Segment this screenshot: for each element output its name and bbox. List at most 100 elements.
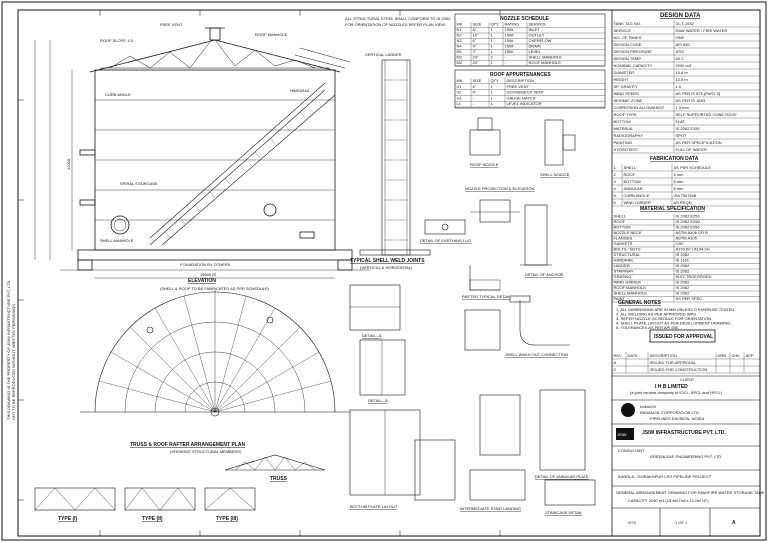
callout-roof-slope: ROOF SLOPE 1:5 (100, 38, 133, 43)
nozzle-cell: 1 (491, 44, 494, 49)
appurtenance-cell: 1 (491, 84, 494, 89)
design-data-cell: SELF SUPPORTED CONE ROOF (676, 112, 738, 117)
nozzle-cell: N2 (457, 33, 463, 38)
design-data-cell: API 650 (676, 42, 691, 47)
fabrication-cell: WIND GIRDER (624, 200, 651, 205)
material-cell: IS 2062 (676, 291, 691, 296)
vertical-ladder-label: VERTICAL LADDER (365, 52, 402, 57)
rafter-label: RAFTER TYPICAL DETAIL (462, 294, 511, 299)
material-cell: STRUCTURAL (614, 252, 642, 257)
general-note: 1. ALL DIMENSIONS ARE IN MM UNLESS OTHER… (616, 307, 735, 312)
revision-cell: DRN (718, 353, 727, 358)
fabrication-cell: ANNULAR (624, 186, 643, 191)
truss-type-1-label: TYPE (I) (58, 516, 78, 522)
shell-weld-title: TYPICAL SHELL WELD JOINTS (350, 258, 425, 264)
indianoil-logo-text: IndianOil (640, 404, 656, 409)
ihb-name: I H B LIMITED (655, 384, 688, 390)
nozzle-cell: RATING (505, 22, 520, 27)
nozzle-cell: 4" (473, 44, 477, 49)
material-cell: IS 1161 (676, 258, 690, 263)
appurtenance-cell: 1 (491, 95, 494, 100)
nozzle-cell: 150# (505, 44, 515, 49)
design-data-cell: RADIOGRAPHY (614, 133, 644, 138)
revision-cell: 0 (614, 367, 617, 372)
material-cell: BOLTS / NUTS (614, 247, 641, 252)
fabrication-cell: BOTTOM (624, 179, 641, 184)
design-data-cell: PAINTING (614, 140, 633, 145)
nozzle-cell: 20" (473, 60, 479, 65)
appurtenance-cell: GOOSENECK VENT (507, 90, 545, 95)
material-cell: A193 B7 / A194 2H (676, 247, 710, 252)
revision-cell: ISSUED FOR APPROVAL (650, 360, 697, 365)
jsiw-logo (616, 428, 634, 440)
design-data-title: DESIGN DATA (660, 13, 701, 19)
appurtenance-cell: 1 (491, 101, 494, 106)
nozzle-cell: 1 (491, 60, 494, 65)
appurtenance-cell: V2 (457, 90, 463, 95)
material-cell: ASTM A105 (676, 236, 698, 241)
drawing-title: GENERAL ARRANGEMENT DRAWING FOR RAW/FIRE… (616, 490, 765, 495)
nozzle-cell: M1 (457, 55, 463, 60)
ihb-sub: (a joint venture company of IOCL, BPCL a… (630, 390, 723, 395)
revision-cell: DATE (628, 353, 639, 358)
nozzle-cell: 1 (491, 33, 494, 38)
elevation-callouts: FREE VENT ROOF SLOPE 1:5 ROOF MANHOLE HA… (66, 22, 311, 291)
truss-type-3-label: TYPE (III) (216, 516, 238, 522)
bottom-plate-label: BOTTOM PLATE LAYOUT (350, 504, 398, 509)
plan-labels: TRUSS & ROOF RAFTER ARRANGEMENT PLAN (SH… (130, 442, 245, 454)
material-cell: NOZZLE NECK (614, 230, 642, 235)
jsiw-logo-text: JSIW (617, 432, 627, 437)
callout-shell-mh: SHELL MANHOLE (100, 238, 134, 243)
nozzle-cell: SERVICE (529, 22, 547, 27)
material-cell: FLANGES (614, 236, 633, 241)
roof-cone (89, 39, 341, 73)
nozzle-cell: 2 (491, 55, 494, 60)
design-data-cell: IS 2062 E250 (676, 126, 701, 131)
nozzle-cell: 6" (473, 38, 477, 43)
callout-stair: SPIRAL STAIRCASE (120, 181, 158, 186)
sheet-value: 1 OF 1 (675, 520, 688, 525)
nozzle-cell: M2 (457, 60, 463, 65)
callout-ht: 12000 (66, 158, 71, 170)
inner-frame (17, 9, 761, 537)
design-data-cell: DESIGN CODE (614, 42, 642, 47)
elevation-view (34, 27, 370, 279)
fabrication-cell: 5 (614, 193, 617, 198)
material-cell: ROOF MANHOLE (614, 285, 647, 290)
scale-value: NTS (628, 520, 636, 525)
roof-plan (80, 290, 350, 417)
material-title: MATERIAL SPECIFICATION (640, 206, 705, 212)
appurtenance-cell: 4" (473, 90, 477, 95)
appurtenance-cell: V1 (457, 84, 463, 89)
detail-a-label: DETAIL - A (362, 333, 382, 338)
design-data-cell: 1.0 (676, 84, 682, 89)
design-data-cell: FLAT (676, 119, 686, 124)
revision-cell: APP (746, 353, 754, 358)
foundation (77, 249, 353, 261)
design-data-cell: SPOT (676, 133, 687, 138)
nozzle-cell: 150# (505, 27, 515, 32)
revision-cell: ISSUED FOR CONSTRUCTION (650, 367, 708, 372)
material-cell: HANDRAIL (614, 258, 635, 263)
nozzle-cell: MK (457, 22, 463, 27)
revision-cell: CHK (732, 353, 741, 358)
design-data-cell: DIAMETER (614, 70, 635, 75)
nozzle-cell: - (505, 55, 507, 60)
general-notes-title: GENERAL NOTES (618, 300, 662, 306)
design-data-cell: AS PER IS 875 (PART-3) (676, 91, 721, 96)
nozzle-cell: SHELL MANHOLE (529, 55, 563, 60)
